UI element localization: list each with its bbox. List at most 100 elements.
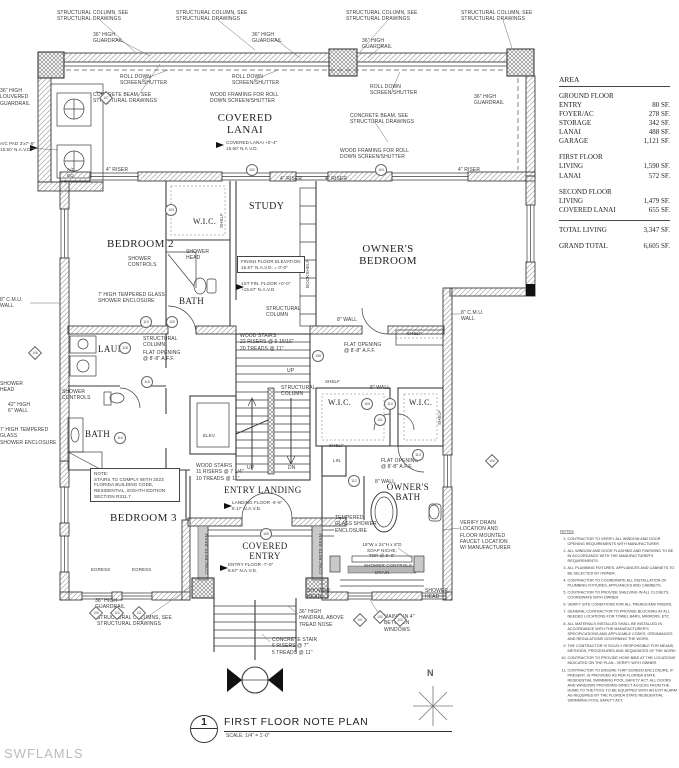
callout-structural-column: STRUCTURAL COLUMN, SEE STRUCTURAL DRAWIN…: [176, 10, 248, 23]
callout-first-finish-floor: 1ST FIN. FLOOR +0'-0" +15.67' N.A.V.D.: [241, 281, 291, 292]
callout-roll-down-screen: ROLL DOWN SCREEN/SHUTTER: [120, 74, 168, 87]
callout-cmu-wall: 8" C.M.U. WALL: [461, 310, 484, 323]
callout-concrete-beam-vertical: CONCRETE BEAM: [204, 533, 209, 574]
callout-wood-framing: WOOD FRAMING FOR ROLL DOWN SCREEN/SHUTTE…: [340, 148, 410, 161]
room-label-study: STUDY: [249, 201, 285, 212]
room-label-covered-lanai: COVERED LANAI: [217, 112, 273, 136]
callout-wood-framing: WOOD FRAMING FOR ROLL DOWN SCREEN/SHUTTE…: [210, 92, 280, 105]
door-tag: 112: [348, 475, 360, 487]
callout-concrete-stair: CONCRETE STAIR 6 RISERS @ 7" 5 TREADS @ …: [272, 637, 318, 656]
callout-shelf: SHELF: [329, 443, 345, 448]
door-tag: 101: [246, 164, 258, 176]
callout-shower-head: SHOWER HEAD: [0, 381, 24, 394]
note-item: THE CONTRACTOR IS SOLELY RESPONSIBLE FOR…: [568, 644, 679, 654]
window-tag-number: 107: [103, 96, 109, 100]
window-tag-number: 113: [114, 611, 120, 615]
watermark: SWFLAMLS: [4, 746, 84, 761]
door-tag: 118: [119, 342, 131, 354]
callout-roll-down-screen: ROLL DOWN SCREEN/SHUTTER: [370, 84, 418, 97]
callout-structural-column: STRUCTURAL COLUMN: [266, 306, 301, 319]
area-row-label: ENTRY: [559, 100, 582, 109]
area-row-value: 342 SF.: [648, 119, 670, 128]
callout-guardrail: 36" HIGH GUARDRAIL: [93, 32, 124, 45]
room-label-bedroom-2: BEDROOM 2: [107, 238, 174, 250]
callout-structural-column: STRUCTURAL COLUMN: [281, 385, 316, 398]
note-item: CONTRACTOR TO PROVIDE SHELVING IN ALL CL…: [568, 590, 679, 600]
room-label-linen: LIN.: [333, 458, 342, 463]
drawing-number-bubble: 1: [190, 715, 218, 743]
window-tag-number: 109: [93, 611, 99, 615]
callout-entry-floor: ENTRY FLOOR -7'-0" 8.67' N.A.V.D.: [228, 562, 274, 573]
stair-note-box: NOTE: STAIRS TO COMPLY WITH 2023 FLORIDA…: [90, 468, 180, 503]
room-label-owners-bedroom: OWNER'S BEDROOM: [359, 243, 417, 267]
area-row-label: LIVING: [559, 162, 584, 171]
callout-concrete-beam-vertical: CONCRETE BEAM: [318, 533, 323, 574]
area-table-title: AREA: [559, 75, 670, 87]
room-label-owners-bath: OWNER'S BATH: [386, 482, 430, 502]
door-tag: 109: [361, 398, 373, 410]
callout-guardrail: 36" HIGH GUARDRAIL: [474, 94, 505, 107]
callout-flat-opening: FLAT OPENING @ 8'-8" A.F.F.: [143, 350, 181, 363]
notes-panel: NOTES CONTRACTOR TO VERIFY ALL WINDOW AN…: [560, 529, 678, 768]
callout-shower-head: SHOWER HEAD: [307, 588, 331, 601]
callout-8-wall: 8" WALL: [337, 317, 358, 323]
area-row-label: SECOND FLOOR: [559, 187, 612, 196]
callout-riser: 4" RISER: [458, 167, 481, 173]
area-row-value: 488 SF.: [648, 128, 670, 137]
callout-8-wall: 8" WALL: [375, 479, 396, 485]
callout-tempered-glass-shower: TEMPERED GLASS SHOWER ENCLOSURE: [335, 515, 377, 534]
area-group-second-floor: SECOND FLOOR LIVING 1,479 SF. COVERED LAN…: [559, 188, 670, 215]
area-row-value: 80 SF.: [652, 100, 670, 109]
north-arrow-label: N: [427, 668, 434, 678]
callout-shelf: SHELF: [407, 331, 423, 336]
door-tag: 108: [312, 350, 324, 362]
note-item: ALL WINDOW AND DOOR FLASHING AND FINISHI…: [568, 549, 679, 564]
callout-structural-column: STRUCTURAL COLUMN, SEE STRUCTURAL DRAWIN…: [57, 10, 129, 23]
area-row-value: 1,479 SF.: [643, 196, 670, 205]
area-row-label: LANAI: [559, 171, 581, 180]
drawing-scale: SCALE: 1/4" = 1'-0": [226, 733, 270, 739]
callout-concrete-beam: CONCRETE BEAM, SEE STRUCTURAL DRAWINGS: [350, 113, 415, 126]
area-row-label: FIRST FLOOR: [559, 153, 603, 162]
note-item: CONTRACTOR TO PROVIDE HOSE BIBS AT THE L…: [568, 656, 679, 666]
callout-drain: DRAIN: [375, 570, 390, 575]
area-row-value: 6,605 SF.: [643, 241, 670, 250]
callout-shelf: SHELF: [325, 379, 341, 384]
callout-flat-opening: FLAT OPENING @ 8'-8" A.F.F.: [381, 458, 419, 471]
callout-shower-controls: SHOWER CONTROLS: [128, 256, 157, 269]
door-tag: 116: [114, 432, 126, 444]
area-row-label: STORAGE: [559, 119, 592, 128]
notes-list: CONTRACTOR TO VERIFY ALL WINDOW AND DOOR…: [560, 536, 678, 703]
door-tag: 120: [166, 316, 178, 328]
room-label-laundry: LAUN.: [98, 344, 128, 354]
area-row-label: LIVING: [559, 196, 584, 205]
area-row-label: COVERED LANAI: [559, 205, 616, 214]
callout-wood-stairs-11: WOOD STAIRS 11 RISERS @ 7 1/4" 10 TREADS…: [196, 463, 244, 482]
drawing-title-block: 1 FIRST FLOOR NOTE PLAN SCALE: 1/4" = 1'…: [190, 712, 460, 746]
room-label-entry-landing: ENTRY LANDING: [224, 485, 302, 495]
callout-riser: 4" RISER: [106, 167, 129, 173]
callout-egress: EGRESS: [132, 567, 152, 572]
callout-structural-column: STRUCTURAL COLUMN, SEE STRUCTURAL DRAWIN…: [346, 10, 418, 23]
callout-soap-niche: 18"W x 24"H x 6"D SOAP NICHE, TOP @ 6'-0…: [362, 542, 402, 559]
label-ac-equipment: A/C EQ.: [67, 167, 76, 178]
callout-shower-controls-single: SHOWER CONTROLS: [364, 563, 413, 568]
callout-wood-stairs-22: WOOD STAIRS 22 RISERS @ 6 15/16" 20 TREA…: [240, 333, 294, 352]
note-item: ALL PLUMBING FIXTURES, APPLIANCES AND CA…: [568, 566, 679, 576]
callout-structural-column: STRUCTURAL COLUMN, SEE STRUCTURAL DRAWIN…: [461, 10, 533, 23]
callout-egress: EGRESS: [91, 567, 111, 572]
callout-ac-pad: A/C PAD 3'x7'-6" 15.50' N.A.V.D.: [0, 141, 36, 152]
window-tag-number: 104: [489, 459, 495, 463]
door-tag: 119: [140, 316, 152, 328]
door-tag: 105: [260, 528, 272, 540]
label-stair-up: UP: [247, 465, 255, 471]
note-item: VERIFY SITE CONDITIONS FOR ALL TREADS AN…: [568, 602, 679, 607]
note-item: CONTRACTOR TO COORDINATE ALL INSTALLATIO…: [568, 578, 679, 588]
window-tag-number: 105: [377, 615, 383, 619]
room-label-bedroom-3: BEDROOM 3: [110, 512, 177, 524]
area-row-value: 278 SF.: [648, 109, 670, 118]
note-item: CONTRACTOR TO VERIFY ALL WINDOW AND DOOR…: [568, 536, 679, 546]
